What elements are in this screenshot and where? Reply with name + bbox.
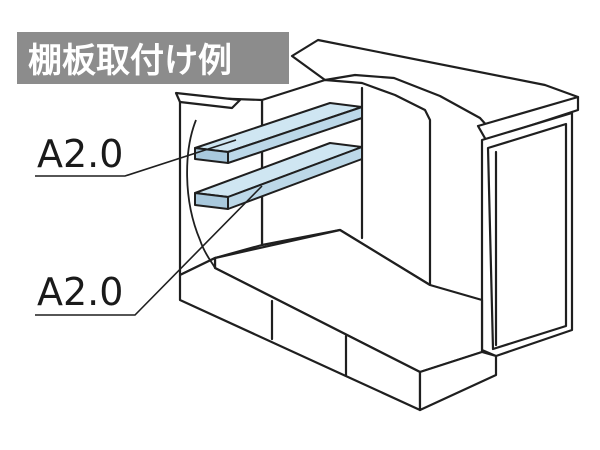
shelf-supports <box>186 119 216 269</box>
leader-line-lower <box>35 185 263 316</box>
support-curve <box>186 119 216 269</box>
right-door-frame <box>486 122 568 351</box>
roof-front-edge <box>476 95 580 142</box>
title-banner: 棚板取付け例 <box>17 32 289 84</box>
upper-shelf <box>194 102 363 164</box>
leader-line-upper <box>35 139 237 177</box>
title-text: 棚板取付け例 <box>28 41 232 81</box>
lower-shelf <box>194 142 363 210</box>
lower-shelf-edge <box>227 146 363 210</box>
callout-label-lower: A2.0 <box>37 270 123 314</box>
leader-lines <box>35 139 263 316</box>
title-background <box>17 32 289 84</box>
callout-label-upper: A2.0 <box>37 132 123 176</box>
left-wall-top <box>174 91 242 110</box>
upper-shelf-edge <box>227 106 363 164</box>
base-side <box>418 350 498 412</box>
lower-shelf-front <box>194 192 229 210</box>
storage-unit <box>174 38 580 412</box>
